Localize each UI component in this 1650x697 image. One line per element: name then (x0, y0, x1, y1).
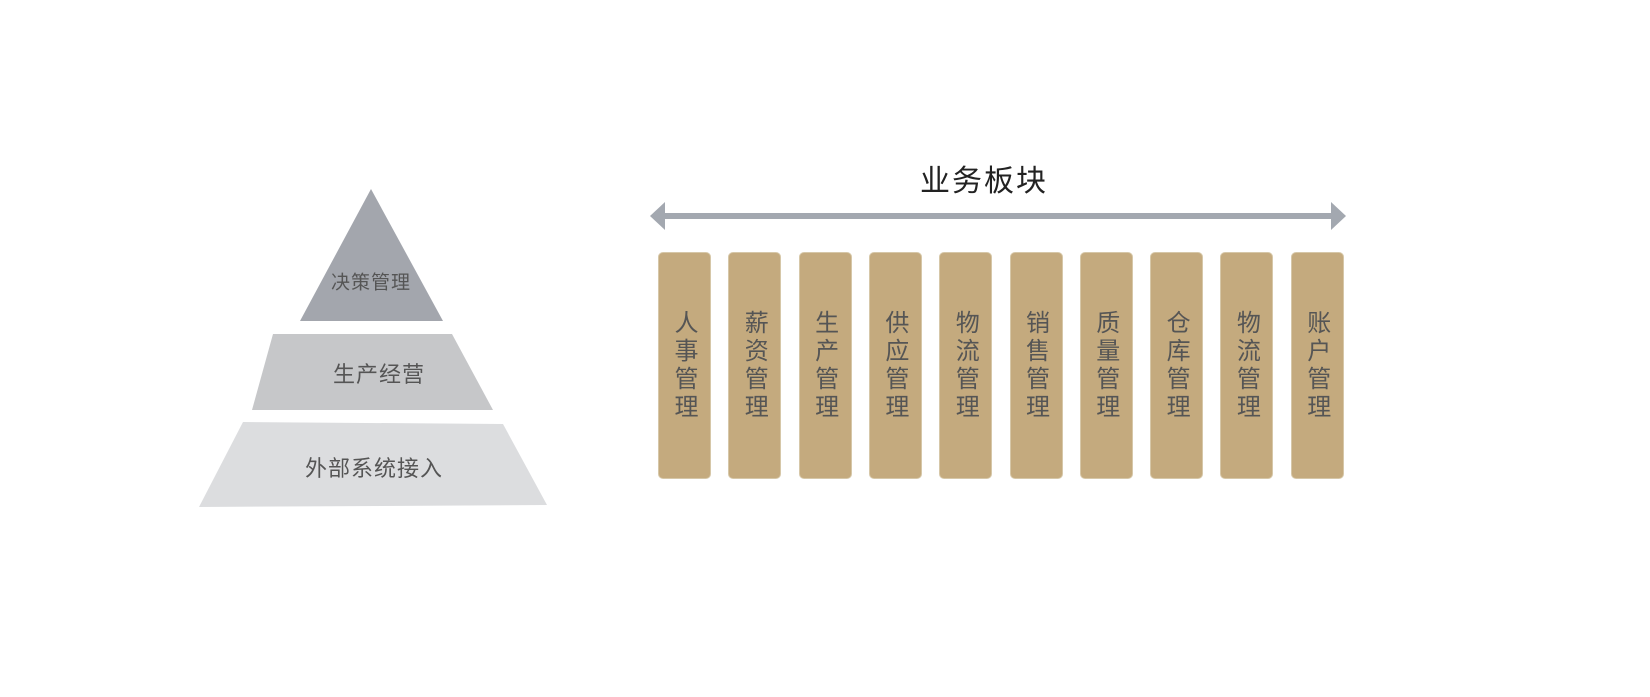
pyramid-diagram (199, 189, 547, 507)
module-label: 仓库管理 (1162, 309, 1191, 422)
module-box: 账户管理 (1290, 252, 1344, 479)
module-box: 仓库管理 (1150, 252, 1204, 479)
pyramid-label-production: 生产经营 (332, 363, 426, 388)
module-box: 物流管理 (1220, 252, 1274, 479)
pyramid-level-bottom (199, 422, 547, 507)
module-box: 人事管理 (658, 252, 711, 479)
module-label: 供应管理 (880, 309, 909, 422)
module-label: 质量管理 (1091, 309, 1120, 422)
pyramid-level-top (300, 189, 443, 321)
module-box: 薪资管理 (728, 252, 782, 479)
pyramid-label-decision: 决策管理 (330, 271, 412, 294)
module-box: 供应管理 (868, 252, 922, 479)
module-label: 账户管理 (1302, 309, 1331, 422)
module-box: 生产管理 (798, 252, 852, 479)
pyramid-label-external: 外部系统接入 (304, 457, 444, 482)
module-label: 薪资管理 (740, 309, 769, 422)
module-box: 销售管理 (1009, 252, 1063, 479)
module-label: 生产管理 (810, 309, 839, 422)
module-label: 物流管理 (951, 309, 980, 422)
modules-title: 业务板块 (920, 164, 1048, 199)
double-arrow-icon (650, 202, 1346, 230)
module-label: 人事管理 (670, 309, 698, 422)
module-label: 销售管理 (1021, 309, 1050, 422)
module-box: 物流管理 (939, 252, 993, 479)
module-box: 质量管理 (1079, 252, 1133, 479)
pyramid-level-middle (252, 334, 493, 410)
module-label: 物流管理 (1232, 309, 1261, 422)
